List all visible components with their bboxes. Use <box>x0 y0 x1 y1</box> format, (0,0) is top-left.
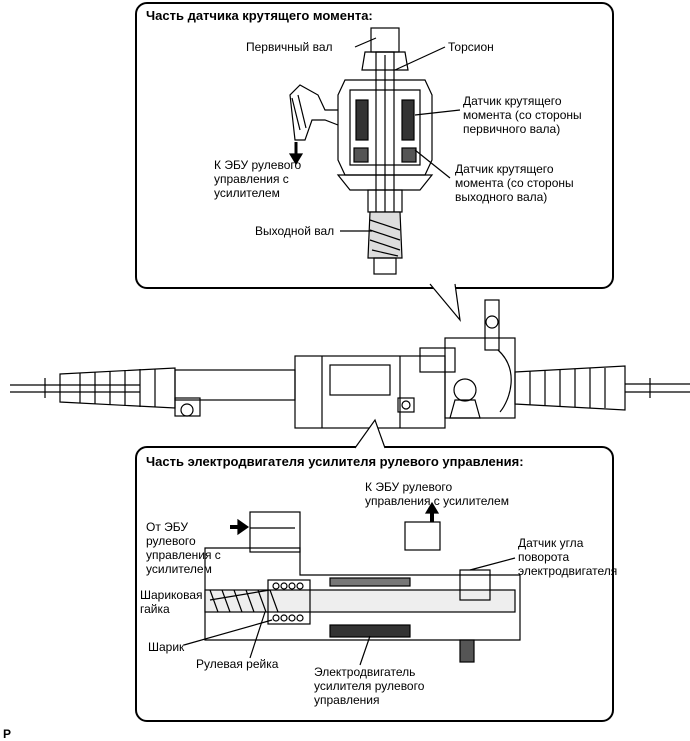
motor-drawing <box>204 501 521 663</box>
torque-sensor-heading: Часть датчика крутящего момента: <box>146 8 373 23</box>
to-ecu-label-upper: К ЭБУ рулевого управления с усилителем <box>214 158 302 200</box>
to-ecu-label-lower: К ЭБУ рулевого управления с усилителем <box>365 480 509 508</box>
torsion-bar-label: Торсион <box>448 40 494 54</box>
output-shaft-label: Выходной вал <box>255 224 335 238</box>
motor-angle-sensor-label: Датчик угла поворота электродвигателя <box>518 536 618 578</box>
steering-gear-drawing <box>10 299 690 429</box>
torque-sensor-drawing <box>288 27 434 275</box>
corner-mark: P <box>3 727 12 741</box>
from-ecu-label: От ЭБУ рулевого управления с усилителем <box>146 520 221 576</box>
steering-rack-label: Рулевая рейка <box>196 657 279 671</box>
input-shaft-label: Первичный вал <box>246 40 333 54</box>
torque-sensor-output-side-label: Датчик крутящего момента (со стороны вых… <box>455 162 574 204</box>
ball-label: Шарик <box>148 640 185 654</box>
ball-nut-label: Шариковая гайка <box>140 588 203 616</box>
motor-heading: Часть электродвигателя усилителя рулевог… <box>146 454 524 469</box>
torque-sensor-input-side-label: Датчик крутящего момента (со стороны пер… <box>463 94 582 136</box>
motor-label: Электродвигатель усилителя рулевого упра… <box>314 665 425 707</box>
